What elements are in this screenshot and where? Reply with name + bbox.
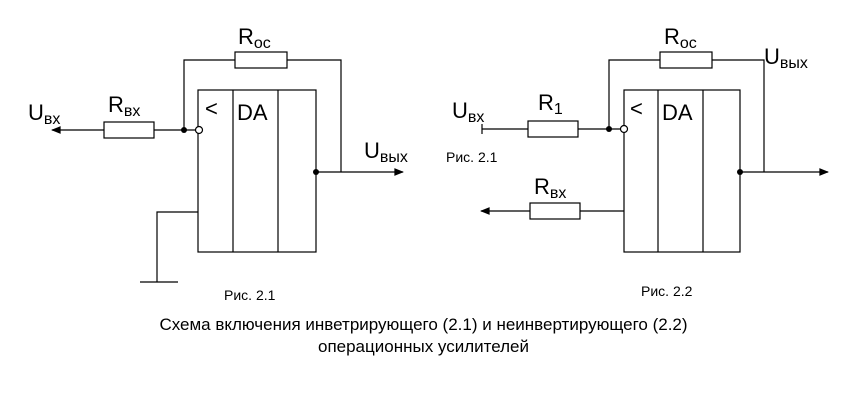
figure-caption-2-1: Рис. 2.1 <box>224 287 276 303</box>
feedback-wire-2a <box>608 59 660 129</box>
uout-label-1: Uвых <box>364 138 408 166</box>
inverting-input-marker-1 <box>194 125 204 135</box>
figure-caption-2-1-stray: Рис. 2.1 <box>446 149 498 165</box>
inverting-symbol-1: < <box>205 96 218 121</box>
feedback-wire-1a <box>183 59 235 130</box>
rin-label-1: Rвх <box>108 92 140 120</box>
feedback-wire-1b <box>287 59 342 172</box>
resistor-rin-1 <box>103 121 155 139</box>
inverting-amplifier-circuit: < DA Rвх Uвх Rос Uвых Рис. 2.1 <box>28 24 408 303</box>
uout-label-2: Uвых <box>764 44 808 72</box>
r1-label-2: R1 <box>538 90 563 118</box>
figure-caption-2-2: Рис. 2.2 <box>641 283 693 299</box>
resistor-roc-1 <box>234 51 288 69</box>
noninverting-amplifier-circuit: < DA R1 Uвх Рис. 2.1 Rос Uвых Rвх Рис. 2… <box>446 24 829 299</box>
feedback-wire-2b <box>712 59 765 172</box>
opamp-da-body-2 <box>623 89 741 253</box>
ground-wire-1 <box>156 211 198 282</box>
resistor-r1-2 <box>527 120 579 138</box>
uin-label-1: Uвх <box>28 100 60 128</box>
opamp-da-label-1: DA <box>237 100 268 125</box>
opamp-da-body-1 <box>197 89 317 253</box>
roc-label-1: Rос <box>238 24 271 52</box>
inverting-input-marker-2 <box>619 124 629 134</box>
diagram-caption-line-1: Схема включения инветрирующего (2.1) и н… <box>159 315 688 334</box>
inverting-symbol-2: < <box>630 96 643 121</box>
roc-label-2: Rос <box>664 24 697 52</box>
rin-label-2: Rвх <box>534 174 566 202</box>
resistor-rin-2 <box>529 202 581 220</box>
opamp-da-label-2: DA <box>662 100 693 125</box>
output-dot-1 <box>313 169 319 175</box>
diagram-caption-line-2: операционных усилителей <box>317 337 529 356</box>
resistor-roc-2 <box>659 51 713 69</box>
uin-label-2: Uвх <box>452 98 484 126</box>
output-dot-2 <box>737 169 743 175</box>
